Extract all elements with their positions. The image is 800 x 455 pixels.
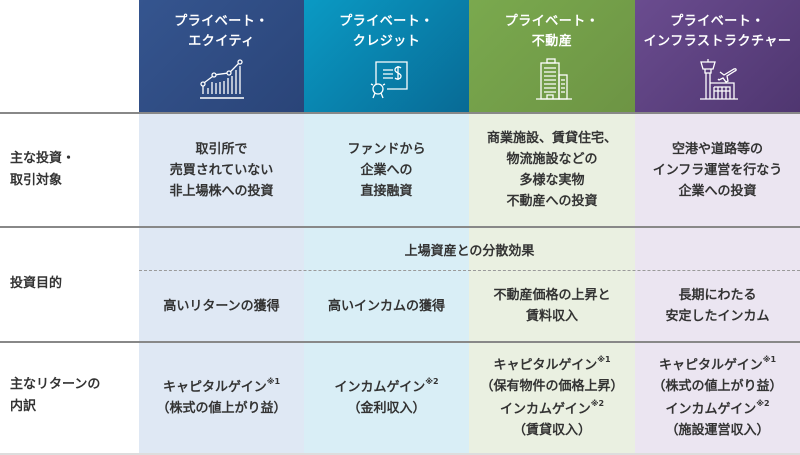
row-label-purpose: 投資目的 bbox=[10, 276, 63, 291]
airport-tower-icon bbox=[699, 59, 738, 100]
row-divider bbox=[0, 453, 800, 455]
row-divider bbox=[0, 112, 800, 114]
column-bg-pc bbox=[304, 113, 469, 455]
chart-growth-icon bbox=[199, 59, 244, 99]
header-title: プライベート・ インフラストラクチャー bbox=[643, 14, 792, 49]
cell-returns-pc: インカムゲイン※2 （金利収入） bbox=[334, 377, 439, 416]
header-private-equity: プライベート・ エクイティ bbox=[139, 0, 304, 113]
header-private-real-estate: プライベート・ 不動産 bbox=[469, 0, 635, 113]
cell-returns-pe: キャピタルゲイン※1 （株式の値上がり益） bbox=[156, 377, 287, 416]
header-title: プライベート・ エクイティ bbox=[174, 14, 269, 49]
cell-targets-pc: ファンドから 企業への 直接融資 bbox=[347, 141, 426, 199]
row-divider bbox=[0, 226, 800, 228]
office-building-icon bbox=[536, 58, 572, 100]
row-label-targets: 主な投資・ 取引対象 bbox=[10, 151, 76, 188]
cell-returns-re: キャピタルゲイン※1 （保有物件の価格上昇） インカムゲイン※2 （賃貸収入） bbox=[480, 355, 624, 438]
header-title: プライベート・ 不動産 bbox=[504, 14, 600, 49]
column-bg-pe bbox=[139, 113, 304, 455]
column-bg-infra bbox=[635, 113, 800, 455]
cell-targets-re: 商業施設、賃貸住宅、 物流施設などの 多様な実物 不動産への投資 bbox=[486, 131, 617, 209]
cell-targets-pe: 取引所で 売買されていない 非上場株への投資 bbox=[169, 141, 274, 199]
cell-purpose-pe: 高いリターンの獲得 bbox=[163, 298, 280, 314]
cell-purpose-re: 不動産価格の上昇と 賃料収入 bbox=[493, 288, 611, 324]
dashed-divider bbox=[139, 270, 800, 271]
cell-purpose-infra: 長期にわたる 安定したインカム bbox=[665, 288, 770, 324]
column-bg-re bbox=[469, 113, 635, 455]
cell-purpose-pc: 高いインカムの獲得 bbox=[327, 298, 445, 314]
certificate-dollar-icon bbox=[370, 61, 408, 99]
row-divider bbox=[0, 341, 800, 343]
header-private-credit: プライベート・ クレジット bbox=[304, 0, 469, 113]
header-private-infrastructure: プライベート・ インフラストラクチャー bbox=[635, 0, 800, 113]
row-label-returns: 主なリターンの 内訳 bbox=[10, 377, 101, 414]
cell-purpose-shared: 上場資産との分散効果 bbox=[404, 243, 535, 259]
cell-returns-infra: キャピタルゲイン※1 （株式の値上がり益） インカムゲイン※2 （施設運営収入） bbox=[652, 355, 783, 438]
cell-targets-infra: 空港や道路等の インフラ運営を行なう 企業への投資 bbox=[652, 141, 783, 199]
header-title: プライベート・ クレジット bbox=[339, 14, 434, 49]
